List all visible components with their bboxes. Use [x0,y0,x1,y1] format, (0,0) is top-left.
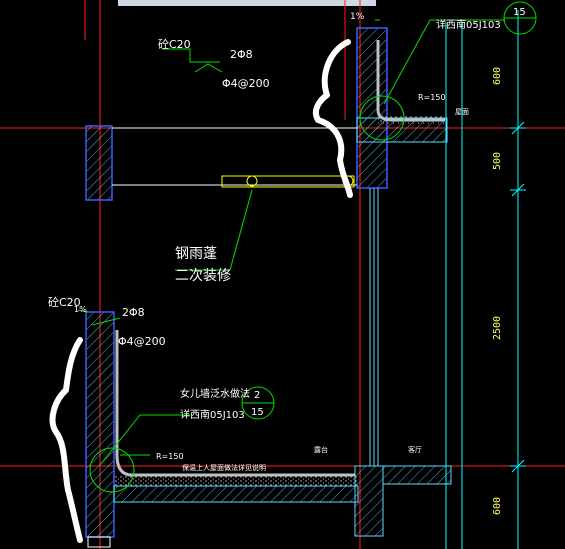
canopy-label-1: 钢雨蓬 [175,246,217,262]
dim-600-bottom: 600 [492,497,503,515]
top-room-label: 屋面 [455,108,469,116]
dim-2500: 2500 [492,316,503,340]
top-slope-label: 1% [350,12,365,22]
canopy [112,127,357,188]
room-right-label: 客厅 [408,445,422,454]
cover-mark-top [312,39,353,198]
bottom-stirrup-label: Φ4@200 [118,335,166,348]
top-detail-num: 15 [513,7,526,18]
window-titlebar [118,0,376,6]
labels: 砼C20 2Φ8 Φ4@200 1% 详西南05J103 15 R=150 屋面… [48,7,526,472]
bottom-detail-ref: 详西南05J103 [180,408,245,421]
dimension-line [445,10,526,549]
top-detail-ref: 详西南05J103 [436,18,501,31]
parapet-note: 女儿墙泛水做法 [180,387,250,400]
bottom-rebar-label: 2Φ8 [122,306,145,319]
top-concrete-label: 砼C20 [158,38,191,51]
bottom-radius-label: R=150 [156,452,184,461]
bottom-detail-num-top: 2 [254,390,260,401]
left-beam [85,125,113,201]
top-stirrup-label: Φ4@200 [222,77,270,90]
lower-parapet [85,311,452,548]
bottom-detail-num-bottom: 15 [251,407,264,418]
roof-note: 保温上人屋面做法详见说明 [182,463,266,472]
room-left-label: 露台 [314,445,328,454]
bottom-concrete-label: 砼C20 [48,296,81,309]
top-rebar-label: 2Φ8 [230,48,253,61]
dim-500: 500 [492,152,503,170]
bottom-slope-label: 1% [74,305,87,314]
cover-mark-bottom [49,337,83,543]
top-radius-label: R=150 [418,93,446,102]
canopy-label-2: 二次装修 [175,268,231,284]
leaders [77,1,537,493]
dimension-texts: 600 500 2500 600 [492,67,503,515]
dim-600-top: 600 [492,67,503,85]
